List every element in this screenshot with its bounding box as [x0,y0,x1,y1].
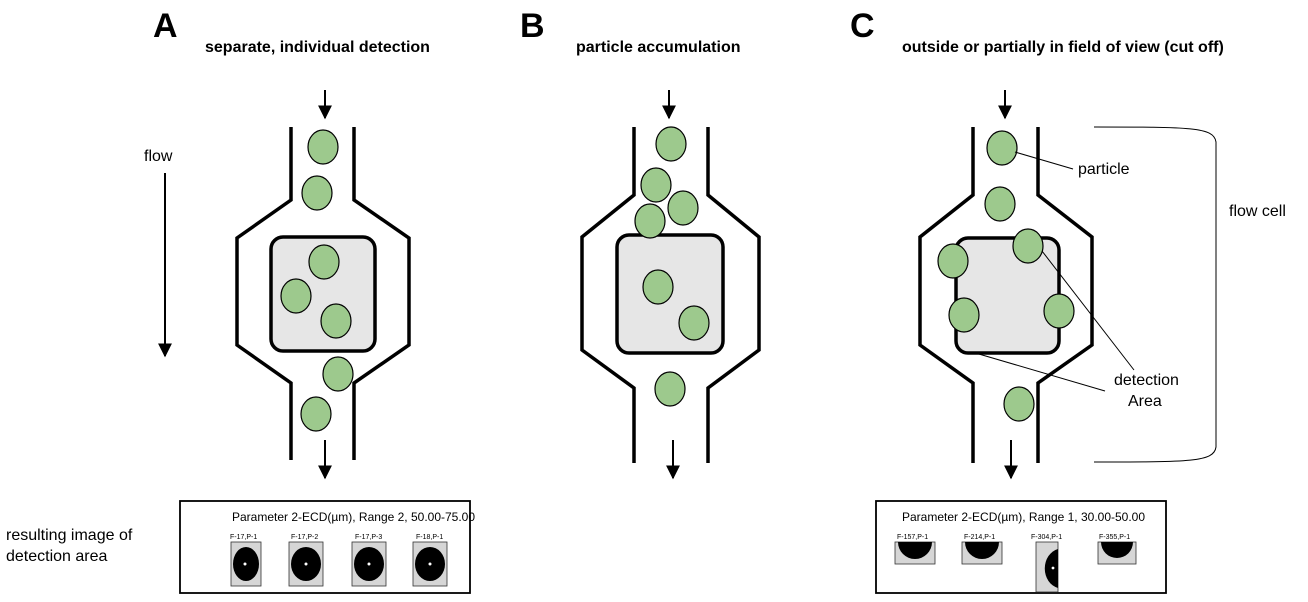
particle [678,305,710,341]
particle [322,356,354,392]
resulting-image-label-line2: detection area [6,548,108,565]
panel-c-flow-cell [918,90,1217,480]
thumb-label: F-17,P-2 [291,534,318,541]
detection-leader-line [971,351,1106,392]
thumb-label: F-304,P-1 [1031,534,1062,541]
thumb-label: F-214,P-1 [964,534,995,541]
cut-off-particle-image [965,542,999,559]
particle-image-highlight [428,562,432,566]
panel-c-letter: C [850,7,875,45]
panel-a-title: separate, individual detection [205,39,430,56]
panel-a-left-wall [235,127,293,460]
particle [654,371,686,407]
particle-image-highlight [243,562,247,566]
particle [307,129,339,165]
panel-c-title: outside or partially in field of view (c… [902,39,1224,56]
panel-a-letter: A [153,7,178,45]
result-box-c: Parameter 2-ECD(µm), Range 1, 30.00-50.0… [875,500,1167,594]
result-box-a: Parameter 2-ECD(µm), Range 2, 50.00-75.0… [179,500,475,594]
particle [301,175,333,211]
particle [642,269,674,305]
detection-area-label-line2: Area [1128,393,1162,410]
panel-b-right-wall [706,127,761,463]
result-box-c-title: Parameter 2-ECD(µm), Range 1, 30.00-50.0… [902,510,1145,524]
panel-b-left-wall [580,127,636,463]
particle [655,126,687,162]
thumb-label: F-17,P-1 [230,534,257,541]
panel-a-right-wall [352,127,411,460]
panel-c-right-wall [1036,127,1094,463]
particle [300,396,332,432]
particle [667,190,699,226]
cut-off-particle-image [898,542,932,559]
flow-label: flow [144,148,173,165]
particle [1043,293,1075,329]
detection-area-label-line1: detection [1114,372,1179,389]
flow-cell-label: flow cell [1229,203,1286,220]
cut-off-particle-image [1101,542,1133,558]
panel-b-letter: B [520,7,545,45]
thumb-label: F-17,P-3 [355,534,382,541]
result-box-a-title: Parameter 2-ECD(µm), Range 2, 50.00-75.0… [232,510,475,524]
particle [1003,386,1035,422]
particle [1012,228,1044,264]
particle [320,303,352,339]
particle [308,244,340,280]
particle [984,186,1016,222]
particle-image-highlight [367,562,371,566]
particle [280,278,312,314]
thumb-label: F-355,P-1 [1099,534,1130,541]
particle [986,130,1018,166]
particle-label: particle [1078,161,1130,178]
panel-b-flow-cell [580,90,761,480]
particle [640,167,672,203]
flow-cell-bracket [1093,126,1217,463]
panel-c-detection-area [954,236,1061,355]
particle-image-highlight [1051,566,1055,570]
cut-off-particle-image [1044,549,1058,588]
particle [634,203,666,239]
panel-c-left-wall [918,127,975,463]
particle [948,297,980,333]
particle-leader-line [1014,151,1074,170]
thumb-label: F-18,P-1 [416,534,443,541]
particle-image-highlight [304,562,308,566]
particle [937,243,969,279]
panel-a-flow-cell [235,90,411,480]
thumb-label: F-157,P-1 [897,534,928,541]
resulting-image-label-line1: resulting image of [6,527,133,544]
detection-leader-line [1041,250,1135,371]
panel-b-title: particle accumulation [576,39,741,56]
